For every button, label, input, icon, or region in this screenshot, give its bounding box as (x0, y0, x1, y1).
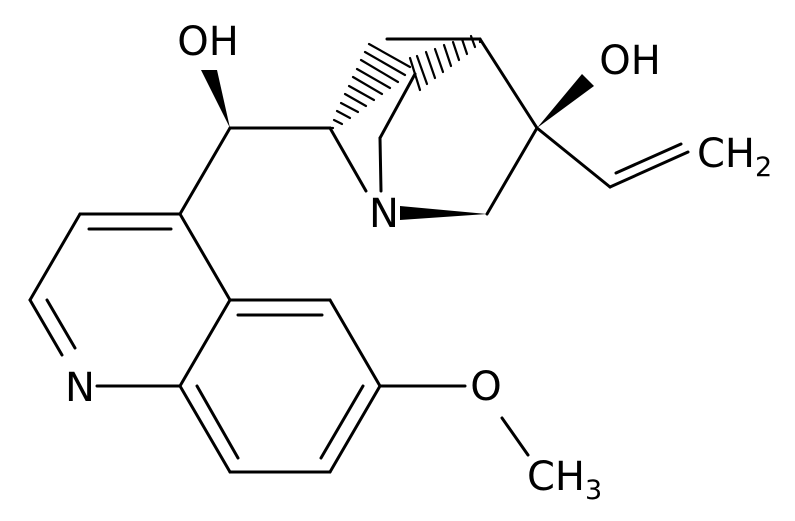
bond-c8a-c4a (178, 298, 232, 388)
bond-c4a-c4 (178, 212, 232, 302)
bond-c3-c2 (28, 212, 82, 302)
atom-label-hydroxyl-2: OH (599, 38, 661, 84)
atom-label-ring-nitrogen-1: N (369, 191, 399, 237)
bond-c8-c8a-inner (195, 384, 240, 460)
hash-c8q-c7q (328, 42, 412, 130)
hash-c6q-c5q (408, 34, 482, 92)
bond-c4-c9 (178, 126, 232, 216)
wedge-c2q-n1 (400, 206, 487, 220)
bond-c6-c7-inner (319, 384, 365, 460)
bond-c3q-c2q (485, 126, 539, 216)
bond-o-ch3 (500, 416, 530, 457)
bond-c8q-n1 (328, 126, 368, 193)
bond-c4q-n1 (378, 136, 383, 193)
bond-c6-c7 (328, 384, 382, 474)
bond-c5-c6 (328, 298, 382, 388)
wedge-c3q-oh (537, 74, 594, 128)
bond-c3q-vinyl (535, 126, 612, 189)
atom-label-vinyl-ch2: CH2 (697, 131, 772, 183)
bond-vinyl-double-1 (608, 150, 690, 189)
wedge-c9-oh (201, 70, 230, 128)
bond-vinyl-double-2 (614, 142, 683, 175)
bond-c2-n1-outer (28, 298, 64, 357)
bond-c5q-c4q (378, 72, 417, 140)
bond-c2-n1-inner (45, 298, 77, 350)
bond-c8-c8a (178, 384, 232, 474)
atom-label-methyl-ch3: CH3 (527, 454, 602, 506)
bond-c6q-c3q (478, 37, 539, 130)
atom-label-ring-nitrogen-2: N (65, 365, 95, 411)
atom-label-hydroxyl-1: OH (177, 19, 239, 65)
atom-label-ether-oxygen: O (470, 364, 501, 410)
